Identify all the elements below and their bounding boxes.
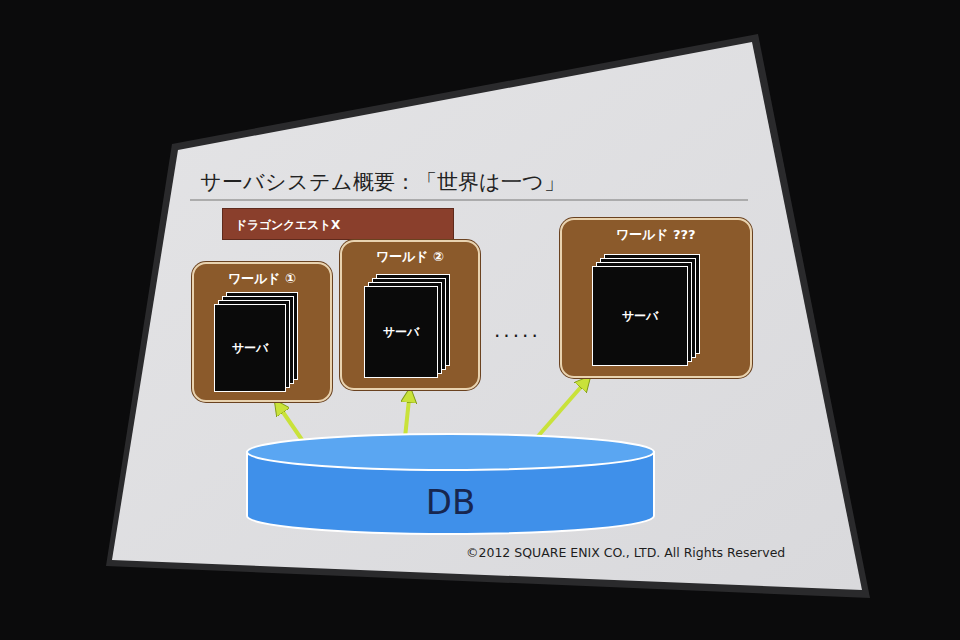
title-rule xyxy=(190,199,748,201)
server-label: サーバ xyxy=(383,324,419,341)
database-label: DB xyxy=(245,482,656,522)
server-label: サーバ xyxy=(622,308,658,325)
server-stack: サーバ xyxy=(592,266,688,366)
world-box: ワールド ??? サーバ xyxy=(560,218,752,378)
product-band: ドラゴンクエストX xyxy=(222,208,454,240)
slide-title: サーバシステム概要：「世界は一つ」 xyxy=(200,168,565,196)
server-label: サーバ xyxy=(232,340,268,357)
ellipsis-mark: ..... xyxy=(494,318,541,342)
world-title: ワールド ② xyxy=(342,242,478,266)
copyright-note: ©2012 SQUARE ENIX CO., LTD. All Rights R… xyxy=(466,545,785,560)
world-box: ワールド ② サーバ xyxy=(340,240,480,390)
server-stack: サーバ xyxy=(214,304,286,392)
band-label: ドラゴンクエストX xyxy=(223,209,453,234)
world-title: ワールド ??? xyxy=(562,220,750,244)
database-cylinder: DB xyxy=(245,432,656,536)
world-title: ワールド ① xyxy=(194,264,330,288)
server-stack: サーバ xyxy=(364,286,438,378)
world-box: ワールド ① サーバ xyxy=(192,262,332,402)
